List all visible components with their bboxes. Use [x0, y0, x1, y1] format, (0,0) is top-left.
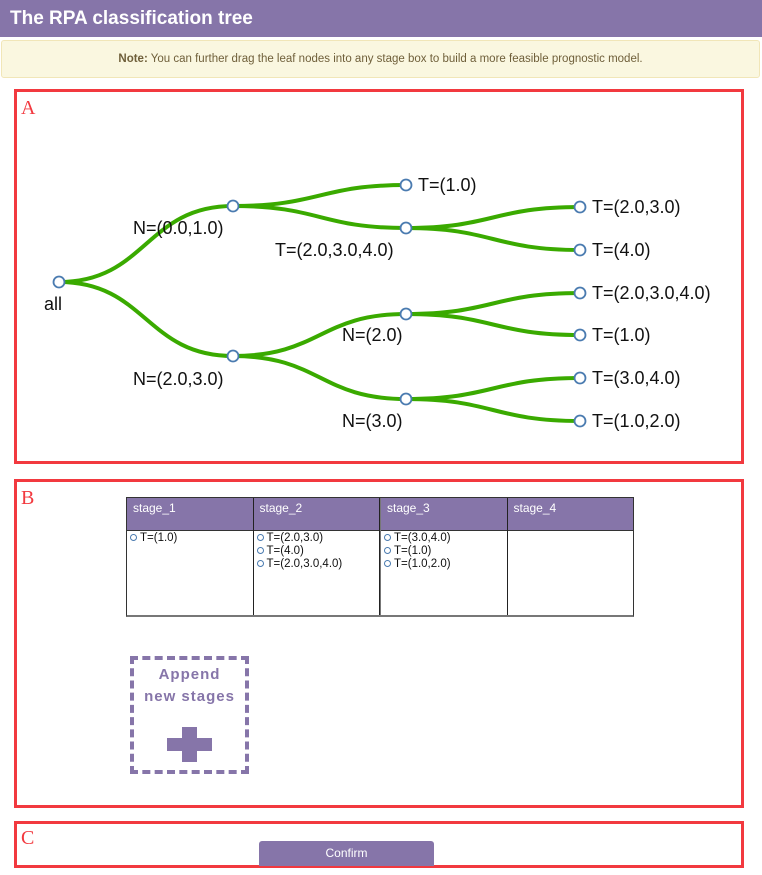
node-n1-leaf[interactable] [399, 178, 413, 192]
stage-box-3[interactable]: stage_3 T=(3.0,4.0) T=(1.0) T=(1.0,2.0) [380, 498, 508, 615]
node-mid-leaf1[interactable] [573, 200, 587, 214]
node-n2a-leaf1[interactable] [573, 286, 587, 300]
circle-icon [130, 534, 137, 541]
node-mid-leaf2[interactable] [573, 243, 587, 257]
circle-icon [384, 534, 391, 541]
node-root[interactable] [52, 275, 66, 289]
branch-mid-leaf2 [405, 226, 581, 252]
node-label-n2a-leaf2[interactable]: T=(1.0) [592, 325, 651, 345]
stage-dropzone[interactable] [508, 531, 634, 615]
circle-icon [384, 547, 391, 554]
stages-panel: B [14, 479, 744, 808]
node-label-n2b-leaf2[interactable]: T=(1.0,2.0) [592, 411, 681, 431]
node-label-n1: N=(0.0,1.0) [133, 218, 224, 238]
node-label-root: all [44, 294, 62, 314]
node-n2b[interactable] [399, 392, 413, 406]
region-label-a: A [21, 97, 36, 119]
stage-item[interactable]: T=(4.0) [256, 545, 380, 558]
branch-n2a-leaf2 [405, 312, 581, 337]
node-n2a[interactable] [399, 307, 413, 321]
classification-tree: all N=(0.0,1.0) N=(2.0,3.0) T=(1.0) T=(2… [44, 175, 711, 431]
node-label-mid-leaf2[interactable]: T=(4.0) [592, 240, 651, 260]
append-label-line2: new stages [144, 688, 235, 705]
node-label-n2: N=(2.0,3.0) [133, 369, 224, 389]
page-title: The RPA classification tree [0, 0, 762, 37]
branch-root-n2 [58, 280, 234, 358]
circle-icon [384, 560, 391, 567]
circle-icon [256, 547, 264, 554]
node-label-n2a: N=(2.0) [342, 325, 403, 345]
branch-n2b-leaf1 [405, 376, 581, 401]
append-label-line1: Append [158, 666, 221, 683]
node-label-n2a-leaf1[interactable]: T=(2.0,3.0,4.0) [592, 283, 711, 303]
stage-item[interactable]: T=(3.0,4.0) [384, 532, 507, 545]
node-label-mid-leaf1[interactable]: T=(2.0,3.0) [592, 197, 681, 217]
confirm-button[interactable]: Confirm [259, 841, 434, 866]
stage-table: stage_1 T=(1.0) stage_2 T=(2.0,3.0) T=(4… [126, 497, 634, 617]
circle-icon [256, 534, 264, 541]
append-stages-button[interactable]: Append new stages [130, 656, 249, 774]
branch-n2-n2b [232, 354, 407, 401]
branch-n1-mid [232, 204, 407, 230]
stage-item[interactable]: T=(2.0,3.0) [256, 532, 380, 545]
stage-header: stage_4 [507, 498, 633, 531]
stage-box-1[interactable]: stage_1 T=(1.0) [127, 498, 254, 615]
node-n2a-leaf2[interactable] [573, 328, 587, 342]
stage-box-2[interactable]: stage_2 T=(2.0,3.0) T=(4.0) T=(2.0,3.0,4… [253, 498, 380, 615]
stage-item[interactable]: T=(1.0,2.0) [384, 558, 507, 571]
tree-panel: A [14, 89, 744, 464]
stage-item[interactable]: T=(1.0) [384, 545, 507, 558]
node-label-n2b: N=(3.0) [342, 411, 403, 431]
node-label-n1-leaf[interactable]: T=(1.0) [418, 175, 477, 195]
circle-icon [256, 560, 264, 567]
node-n2[interactable] [226, 349, 240, 363]
region-label-c: C [21, 827, 35, 849]
stage-dropzone[interactable]: T=(1.0) [127, 531, 253, 615]
node-label-n1-mid: T=(2.0,3.0,4.0) [275, 240, 394, 260]
branch-mid-leaf1 [405, 205, 581, 230]
stage-item[interactable]: T=(2.0,3.0,4.0) [256, 558, 380, 571]
node-label-n2b-leaf1[interactable]: T=(3.0,4.0) [592, 368, 681, 388]
branch-n2-n2a [232, 312, 407, 358]
stage-dropzone[interactable]: T=(3.0,4.0) T=(1.0) T=(1.0,2.0) [381, 531, 507, 615]
branch-root-n1 [58, 204, 234, 284]
stage-box-4[interactable]: stage_4 [507, 498, 634, 615]
region-label-b: B [21, 487, 35, 509]
stage-item[interactable]: T=(1.0) [130, 532, 253, 545]
branch-n2a-leaf1 [405, 291, 581, 316]
confirm-panel: C [14, 821, 744, 868]
stage-dropzone[interactable]: T=(2.0,3.0) T=(4.0) T=(2.0,3.0,4.0) [254, 531, 380, 615]
stage-header: stage_1 [127, 498, 253, 531]
node-n1[interactable] [226, 199, 240, 213]
note-text: You can further drag the leaf nodes into… [147, 53, 643, 65]
note-prefix: Note: [118, 53, 148, 65]
node-n2b-leaf1[interactable] [573, 371, 587, 385]
note-banner: Note: You can further drag the leaf node… [1, 40, 760, 78]
branch-n2b-leaf2 [405, 397, 581, 423]
stage-header: stage_3 [381, 498, 507, 531]
stage-header: stage_2 [253, 498, 379, 531]
node-n1-mid[interactable] [399, 221, 413, 235]
node-n2b-leaf2[interactable] [573, 414, 587, 428]
branch-n1-leaf [232, 183, 407, 208]
